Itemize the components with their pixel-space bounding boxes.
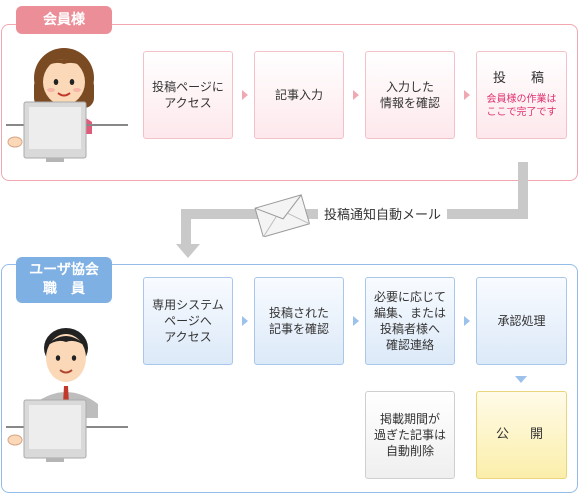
staff-step-access: 専用システム ページへ アクセス: [143, 277, 233, 365]
woman-at-computer-icon: [6, 48, 128, 162]
member-step-post: 投 稿 会員様の作業は ここで完了です: [476, 51, 567, 139]
member-step-input: 記事入力: [254, 51, 344, 139]
envelope-icon: [254, 194, 311, 237]
staff-arrow-2: [353, 316, 359, 326]
publish-box: 公 開: [476, 391, 567, 479]
staff-step-edit: 必要に応じて 編集、または 投稿者様へ 確認連絡: [365, 277, 455, 365]
member-arrow-3: [464, 90, 470, 100]
member-tag: 会員様: [16, 6, 112, 34]
staff-arrow-1: [242, 316, 248, 326]
member-step-confirm: 入力した 情報を確認: [365, 51, 455, 139]
staff-step-approve: 承認処理: [476, 277, 567, 365]
staff-tag: ユーザ協会 職 員: [16, 257, 112, 303]
route-down-segment: [518, 162, 528, 218]
staff-arrow-3: [464, 316, 470, 326]
auto-delete-box: 掲載期間が 過ぎた記事は 自動削除: [365, 391, 455, 479]
member-step-access: 投稿ページに アクセス: [143, 51, 233, 139]
route-arrowhead: [176, 244, 200, 258]
post-note: 会員様の作業は ここで完了です: [486, 94, 557, 118]
man-at-computer-icon: [6, 328, 128, 462]
route-drop-segment: [181, 209, 191, 246]
staff-arrow-down: [515, 376, 527, 383]
post-title: 投 稿: [492, 71, 550, 86]
member-arrow-2: [353, 90, 359, 100]
staff-step-review: 投稿された 記事を確認: [254, 277, 344, 365]
member-arrow-1: [242, 90, 248, 100]
notification-label: 投稿通知自動メール: [318, 207, 448, 225]
